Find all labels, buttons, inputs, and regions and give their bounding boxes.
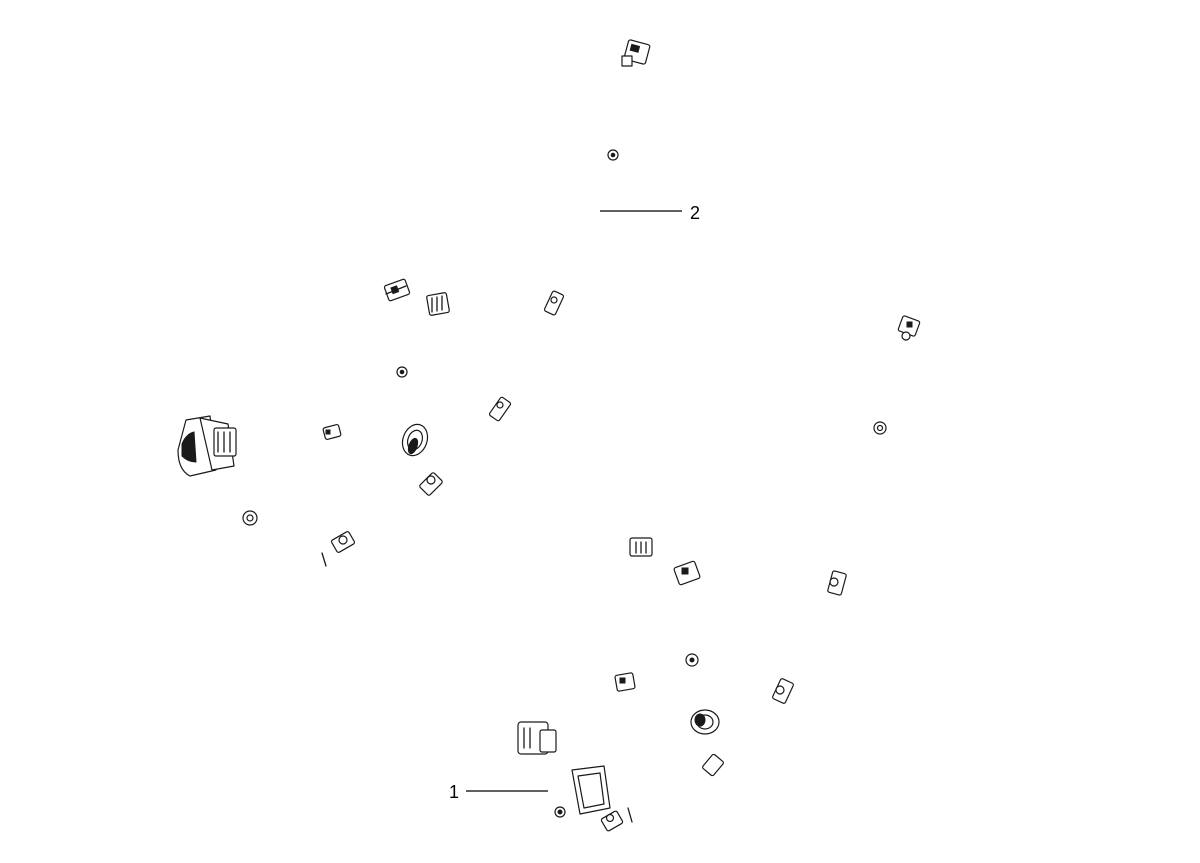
harness-1-connector-b <box>673 560 701 586</box>
harness-2-branch <box>328 290 459 524</box>
callout-2: 2 <box>600 203 700 223</box>
harness-1-clip-4 <box>702 753 724 777</box>
harness-2-sleeve-mark <box>321 552 327 567</box>
harness-2-clip-6 <box>242 510 258 526</box>
harness-2-connector-a <box>383 278 411 302</box>
harness-1 <box>517 315 921 832</box>
callout-1: 1 <box>449 782 548 802</box>
harness-2-clip-2 <box>543 290 565 316</box>
harness-1-top-connector <box>897 315 921 341</box>
harness-1-clip-1 <box>873 421 887 435</box>
harness-2-clip-4 <box>419 472 443 496</box>
harness-1-clip-3 <box>772 678 794 704</box>
harness-1-main-trunk <box>586 323 907 826</box>
harness-2-grommet <box>401 423 429 457</box>
harness-2-clip-1 <box>607 149 619 161</box>
harness-2-main-trunk <box>216 66 630 563</box>
harness-1-connector-a <box>629 537 653 557</box>
harness-1-sleeve-mark <box>627 807 633 823</box>
callout-1-label: 1 <box>449 782 459 802</box>
harness-1-branch-clip <box>685 653 699 667</box>
harness-2 <box>177 39 651 567</box>
harness-2-top-connector <box>621 39 651 67</box>
harness-1-branch <box>623 546 710 812</box>
harness-2-branch-clip <box>396 366 408 378</box>
harness-2-clip-5 <box>330 531 356 553</box>
harness-1-main-connector <box>517 721 611 818</box>
harness-2-connector-c <box>322 423 342 441</box>
callout-2-label: 2 <box>690 203 700 223</box>
harness-1-clip-2 <box>827 570 847 596</box>
harness-2-connector-b <box>426 292 450 316</box>
harness-1-grommet <box>690 709 720 735</box>
harness-2-main-connector <box>177 415 237 477</box>
harness-2-clip-3 <box>488 396 512 422</box>
harness-1-clip-5 <box>600 810 624 832</box>
harness-1-connector-c <box>614 672 636 692</box>
